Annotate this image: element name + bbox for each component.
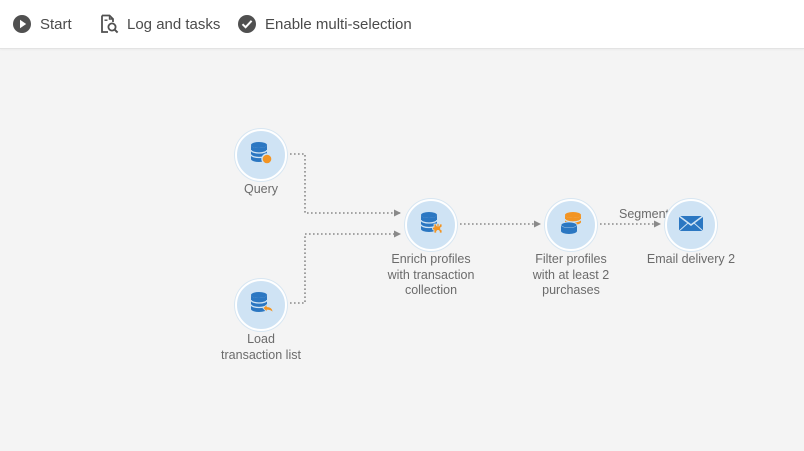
play-icon	[12, 14, 32, 34]
checkmark-circle-icon	[237, 14, 257, 34]
envelope-icon	[677, 209, 705, 242]
toolbar: Start Log and tasks Enable multi-selecti…	[0, 0, 804, 49]
load-transaction-list-node[interactable]	[235, 279, 287, 331]
load-database-icon	[247, 289, 275, 322]
enrich-profiles-node[interactable]	[405, 199, 457, 251]
document-search-icon	[99, 14, 119, 34]
start-label: Start	[40, 15, 72, 33]
query-node[interactable]	[235, 129, 287, 181]
query-node-label: Query	[243, 182, 279, 196]
segment-edge-label: Segment	[619, 207, 670, 221]
enable-multi-selection-label: Enable multi-selection	[265, 15, 412, 33]
enrich-profiles-node-label: Enrich profiles with transaction collect…	[387, 252, 475, 297]
load-transaction-list-node-label: Load transaction list	[221, 332, 301, 362]
enable-multi-selection-button[interactable]: Enable multi-selection	[237, 12, 412, 36]
email-delivery-node[interactable]	[665, 199, 717, 251]
log-and-tasks-button[interactable]: Log and tasks	[99, 12, 220, 36]
start-button[interactable]: Start	[12, 12, 72, 36]
filter-profiles-node[interactable]	[545, 199, 597, 251]
enrich-database-icon	[417, 209, 445, 242]
filter-profiles-node-label: Filter profiles with at least 2 purchase…	[532, 252, 610, 297]
log-and-tasks-label: Log and tasks	[127, 15, 221, 33]
email-delivery-node-label: Email delivery 2	[646, 252, 736, 266]
filter-database-icon	[557, 209, 585, 242]
query-database-icon	[247, 139, 275, 172]
